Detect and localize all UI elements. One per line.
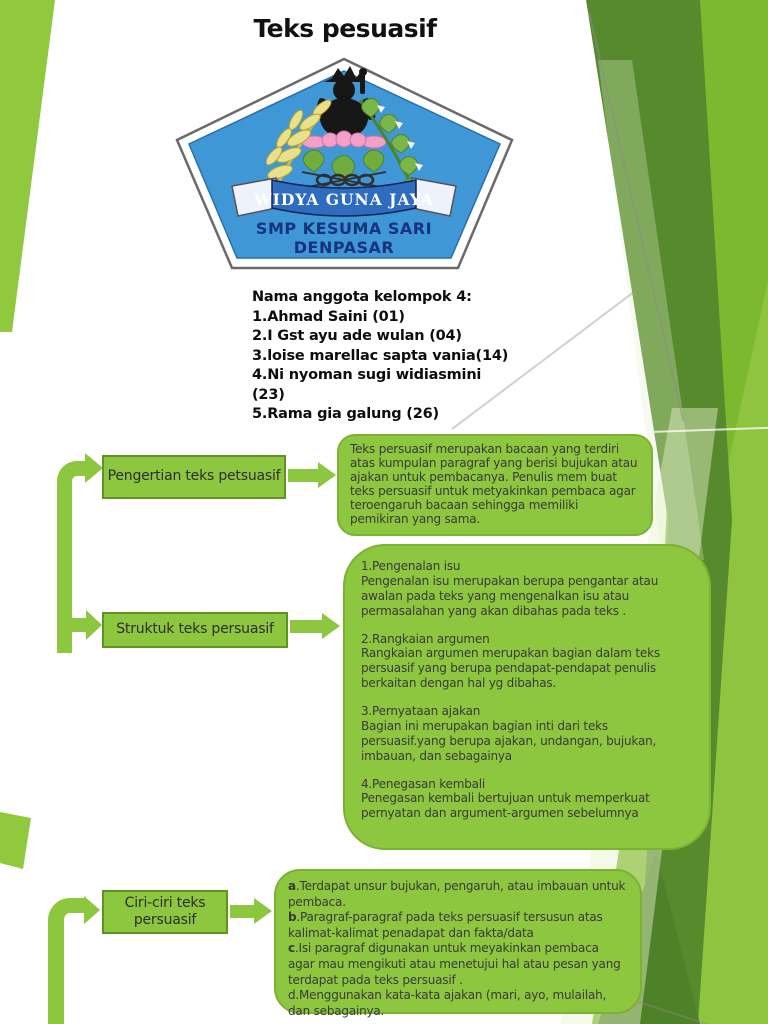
connector-left-vertical <box>57 461 87 653</box>
school-logo: WIDYA GUNA JAYA SMP KESUMA SARI DENPASAR <box>175 57 514 270</box>
flow-label-pengertian: Pengertian teks petsuasif <box>102 455 286 499</box>
arrow-head-pengertian-bubble <box>318 462 336 488</box>
ciri-item: c.Isi paragraf digunakan untuk meyakinka… <box>288 941 628 988</box>
pengertian-bubble: Teks persuasif merupakan bacaan yang ter… <box>337 434 653 536</box>
logo-school-line1: SMP KESUMA SARI <box>256 219 432 238</box>
flow-label-ciri: Ciri-ciri teks persuasif <box>102 890 228 934</box>
ciri-item-marker: a <box>288 879 296 893</box>
arrow-struktur-to-bubble <box>290 620 324 633</box>
struktur-item: 4.Penegasan kembali Penegasan kembali be… <box>361 777 693 822</box>
arrow-ciri-to-bubble <box>230 905 256 918</box>
arrow-head-ciri-bubble <box>254 898 272 924</box>
arrow-head-struktur-bubble <box>322 613 340 639</box>
member-line: 1.Ahmad Saini (01) <box>252 308 405 325</box>
struktur-item-body: Bagian ini merupakan bagian inti dari te… <box>361 718 657 763</box>
struktur-item-body: Pengenalan isu merupakan berupa penganta… <box>361 573 659 618</box>
struktur-item: 1.Pengenalan isu Pengenalan isu merupaka… <box>361 559 693 619</box>
wheat-icon <box>260 99 332 205</box>
member-list-heading: Nama anggota kelompok 4: <box>252 289 472 305</box>
arrow-head-pengertian-left <box>85 453 103 483</box>
struktur-item-heading: 3.Pernyataan ajakan <box>361 704 481 718</box>
member-list: Nama anggota kelompok 4: 1.Ahmad Saini (… <box>252 288 582 425</box>
ciri-item-text: .Paragraf-paragraf pada teks persuasif t… <box>288 910 603 940</box>
ciri-item-text: d.Menggunakan kata-kata ajakan (mari, ay… <box>288 988 607 1018</box>
struktur-item: 3.Pernyataan ajakan Bagian ini merupakan… <box>361 704 693 764</box>
struktur-item-heading: 4.Penegasan kembali <box>361 776 486 791</box>
member-line: 4.Ni nyoman sugi widiasmini <box>252 367 482 383</box>
ciri-item-marker: b <box>288 910 297 925</box>
struktur-item-heading: 1.Pengenalan isu <box>361 559 461 573</box>
arrow-head-ciri-left <box>84 896 100 924</box>
ciri-item-text: .Isi paragraf digunakan untuk meyakinkan… <box>288 941 621 987</box>
struktur-item-body: Penegasan kembali bertujuan untuk memper… <box>361 791 650 821</box>
ciri-item: d.Menggunakan kata-kata ajakan (mari, ay… <box>288 988 628 1019</box>
logo-school-line2: DENPASAR <box>294 238 394 257</box>
member-line: 5.Rama gia galung (26) <box>252 406 439 422</box>
member-line: 3.loise marellac sapta vania(14) <box>252 347 509 364</box>
ciri-item: a.Terdapat unsur bujukan, pengaruh, atau… <box>288 879 628 910</box>
struktur-bubble: 1.Pengenalan isu Pengenalan isu merupaka… <box>343 544 711 850</box>
ciri-bubble: a.Terdapat unsur bujukan, pengaruh, atau… <box>274 869 642 1018</box>
member-line: (23) <box>252 386 285 403</box>
struktur-item: 2.Rangkaian argumen Rangkaian argumen me… <box>361 632 693 692</box>
decor-hairline-3 <box>646 426 768 434</box>
struktur-item-heading: 2.Rangkaian argumen <box>361 631 490 646</box>
arrow-pengertian-to-bubble <box>288 469 320 482</box>
logo-banner-text: WIDYA GUNA JAYA <box>253 190 434 209</box>
member-line: 2.I Gst ayu ade wulan (04) <box>252 328 462 344</box>
decor-hairline-1 <box>588 11 684 422</box>
flow-label-struktur: Struktuk teks persuasif <box>102 612 288 648</box>
ribbon-banner: WIDYA GUNA JAYA <box>231 177 457 217</box>
ciri-item-text: .Terdapat unsur bujukan, pengaruh, atau … <box>288 879 626 909</box>
connector-left-vertical-lower <box>48 898 86 1024</box>
page-title: Teks pesuasif <box>253 14 437 43</box>
arrow-head-struktur-left <box>86 610 102 640</box>
chain-icon <box>301 171 387 189</box>
connector-branch-struktur <box>72 618 88 632</box>
ciri-item: b.Paragraf-paragraf pada teks persuasif … <box>288 910 628 941</box>
struktur-item-body: Rangkaian argumen merupakan bagian dalam… <box>361 646 660 691</box>
ciri-item-marker: c <box>288 941 295 956</box>
ganesha-icon <box>313 66 376 138</box>
